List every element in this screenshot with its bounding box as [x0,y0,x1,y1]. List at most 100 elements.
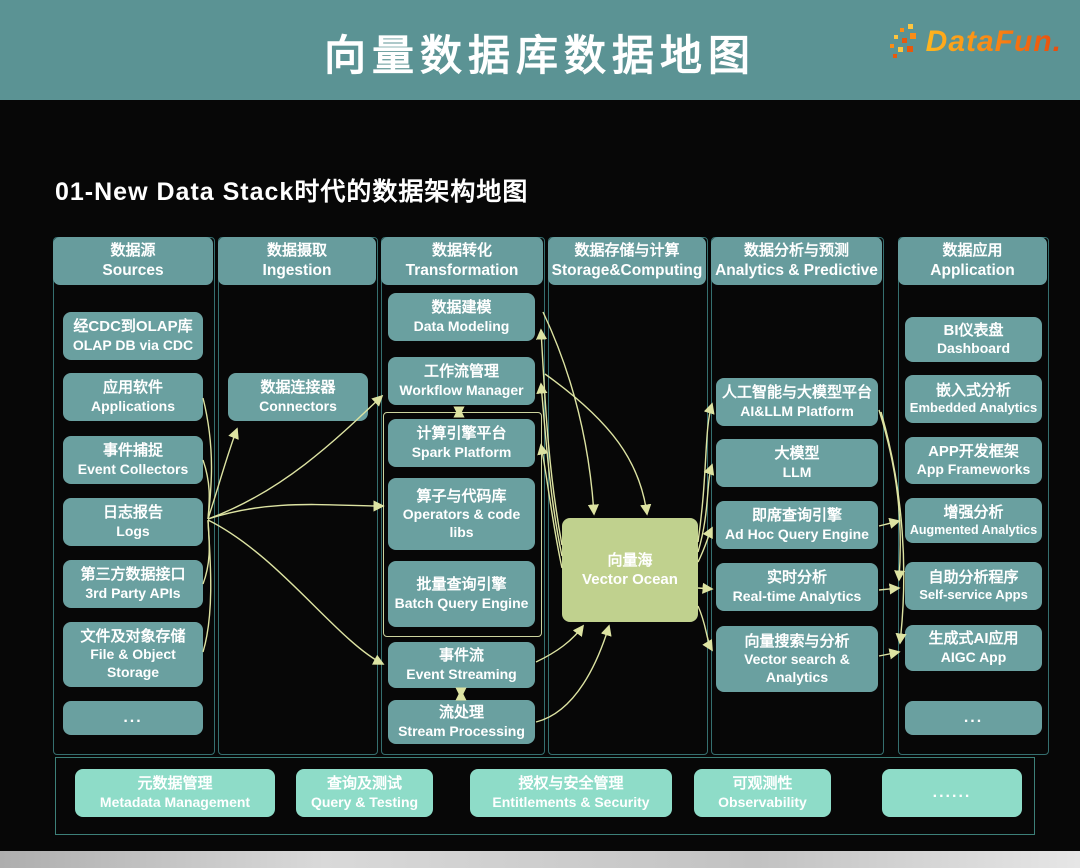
label-zh: 生成式AI应用 [928,630,1019,648]
column-outline-ingestion [218,237,378,755]
label-en: Ad Hoc Query Engine [725,525,869,542]
box-spark-platform: 计算引擎平台 Spark Platform [388,419,535,467]
box-ad-hoc-query-engine: 即席查询引擎 Ad Hoc Query Engine [716,501,878,549]
datafun-logo-text: DataFun. [925,25,1062,58]
label-zh: 嵌入式分析 [935,382,1011,400]
box-real-time-analytics: 实时分析 Real-time Analytics [716,563,878,611]
box-3rd-party-apis: 第三方数据接口 3rd Party APIs [63,560,203,608]
label-en: OLAP DB via CDC [72,336,194,353]
label-zh: ... [963,708,984,726]
label-en: Event Streaming [406,665,517,682]
label-zh: 向量海 [607,551,653,569]
box-metadata-management: 元数据管理 Metadata Management [75,769,275,817]
label-en: App Frameworks [916,461,1031,478]
header-analytics-en: Analytics & Predictive [715,261,878,279]
label-en: Spark Platform [411,443,512,460]
label-en: Connectors [259,397,337,414]
label-en: Augmented Analytics [909,523,1038,538]
box-governance-more: ...... [882,769,1022,817]
governance-band [55,757,1035,835]
label-zh: 第三方数据接口 [80,566,186,584]
bottom-edge-strip [0,851,1080,868]
header-transformation: 数据转化 Transformation [381,237,543,285]
box-event-streaming: 事件流 Event Streaming [388,642,535,688]
label-zh: 经CDC到OLAP库 [73,318,193,336]
label-en: Entitlements & Security [492,793,650,810]
label-en: Vector search & Analytics [744,650,850,685]
section-title: 01-New Data Stack时代的数据架构地图 [55,178,529,206]
label-en: Workflow Manager [399,381,524,398]
box-data-modeling: 数据建模 Data Modeling [388,293,535,341]
label-en: Vector Ocean [582,571,678,588]
header-sources: 数据源 Sources [53,237,213,285]
box-augmented-analytics: 增强分析 Augmented Analytics [905,498,1042,543]
label-zh: 数据连接器 [260,379,336,397]
label-en: Event Collectors [77,460,189,477]
box-llm: 大模型 LLM [716,439,878,487]
box-applications: 应用软件 Applications [63,373,203,421]
header-storage-zh: 数据存储与计算 [574,242,680,260]
box-observability: 可观测性 Observability [694,769,831,817]
box-embedded-analytics: 嵌入式分析 Embedded Analytics [905,375,1042,423]
box-vector-search-analytics: 向量搜索与分析 Vector search & Analytics [716,626,878,692]
label-zh: 查询及测试 [326,775,402,793]
header-analytics-predictive: 数据分析与预测 Analytics & Predictive [711,237,882,285]
header-sources-zh: 数据源 [110,242,156,260]
box-workflow-manager: 工作流管理 Workflow Manager [388,357,535,405]
label-zh: ... [123,708,143,726]
label-zh: APP开发框架 [928,442,1019,460]
box-olap-db-via-cdc: 经CDC到OLAP库 OLAP DB via CDC [63,312,203,360]
header-transformation-zh: 数据转化 [431,242,492,260]
label-en: File & Object Storage [90,646,176,681]
label-zh: 可观测性 [732,775,793,793]
box-self-service-apps: 自助分析程序 Self-service Apps [905,562,1042,610]
label-en: Logs [116,522,150,539]
box-query-testing: 查询及测试 Query & Testing [296,769,433,817]
box-app-frameworks: APP开发框架 App Frameworks [905,437,1042,484]
label-en: AIGC App [940,648,1007,665]
label-zh: ...... [932,783,972,801]
label-en: LLM [782,463,812,480]
label-zh: 日志报告 [102,504,163,522]
label-zh: 大模型 [774,445,820,463]
label-en: Dashboard [936,340,1011,357]
label-zh: 授权与安全管理 [518,775,624,793]
vector-ocean-box: 向量海 Vector Ocean [562,518,698,622]
box-batch-query-engine: 批量查询引擎 Batch Query Engine [388,561,535,627]
label-en: 3rd Party APIs [85,584,181,601]
column-outline-application [898,237,1049,755]
header-ingestion-zh: 数据摄取 [266,242,327,260]
label-zh: BI仪表盘 [943,321,1004,339]
label-zh: 应用软件 [102,379,163,397]
label-en: Query & Testing [310,793,419,810]
label-zh: 事件流 [438,647,484,665]
box-application-more: ... [905,701,1042,735]
box-logs: 日志报告 Logs [63,498,203,546]
column-outline-storage [548,237,708,755]
label-en: Real-time Analytics [732,587,862,604]
box-bi-dashboard: BI仪表盘 Dashboard [905,317,1042,362]
box-file-object-storage: 文件及对象存储 File & Object Storage [63,622,203,687]
box-ai-llm-platform: 人工智能与大模型平台 AI&LLM Platform [716,378,878,426]
label-en: Operators & code libs [402,505,521,540]
label-zh: 向量搜索与分析 [744,632,850,650]
label-zh: 批量查询引擎 [416,576,507,594]
label-en: AI&LLM Platform [740,402,854,419]
label-zh: 数据建模 [431,299,492,317]
header-storage-en: Storage&Computing [551,261,703,279]
label-zh: 事件捕捉 [102,442,163,460]
label-en: Metadata Management [99,793,251,810]
title-banner: 向量数据库数据地图 DataFun. [0,0,1080,100]
label-zh: 算子与代码库 [416,487,507,505]
label-zh: 工作流管理 [423,363,499,381]
box-operators-code-libs: 算子与代码库 Operators & code libs [388,478,535,550]
label-en: Data Modeling [413,317,510,334]
header-ingestion: 数据摄取 Ingestion [218,237,376,285]
label-zh: 文件及对象存储 [80,628,186,645]
page-title: 向量数据库数据地图 [323,32,756,79]
header-application-zh: 数据应用 [942,242,1003,260]
label-zh: 流处理 [438,704,484,722]
header-sources-en: Sources [102,261,164,279]
box-aigc-app: 生成式AI应用 AIGC App [905,625,1042,671]
label-en: Batch Query Engine [394,594,529,611]
